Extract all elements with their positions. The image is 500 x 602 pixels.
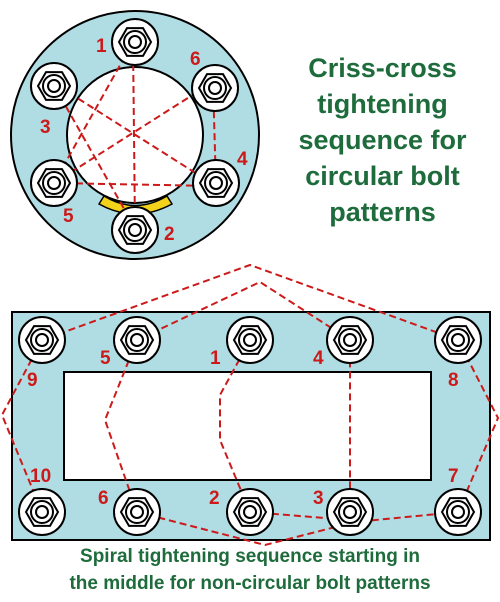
circular-pattern-title: Criss-cross tightening sequence for circ… (270, 50, 495, 230)
bolt-circular-1 (111, 18, 159, 66)
circular-title-line: tightening (317, 89, 448, 119)
bolt-circular-4 (192, 159, 240, 207)
bolt-rect-1 (226, 316, 274, 364)
circular-title-line: Criss-cross (308, 53, 457, 83)
rect-label-1: 1 (210, 348, 221, 369)
circular-title-line: sequence for (298, 125, 467, 155)
circular-title-line: circular bolt (305, 161, 460, 191)
circular-bolt-labels: 1 6 4 2 5 3 (40, 36, 248, 245)
circular-label-1: 1 (96, 36, 107, 57)
rect-label-7: 7 (448, 466, 459, 487)
circular-label-4: 4 (237, 149, 248, 170)
spiral-caption-line: Spiral tightening sequence starting in (80, 546, 420, 567)
bolt-rect-9 (18, 316, 66, 364)
bolt-circular-5 (30, 159, 78, 207)
rect-label-4: 4 (313, 348, 324, 369)
bolt-rect-10 (18, 488, 66, 536)
rect-label-8: 8 (448, 370, 459, 391)
gasket-detail (97, 194, 174, 215)
bolt-rect-2 (226, 488, 274, 536)
bolt-rect-5 (113, 316, 161, 364)
rect-label-2: 2 (209, 488, 220, 509)
circular-label-2: 2 (164, 224, 175, 245)
bolt-rect-3 (326, 488, 374, 536)
bolt-rect-8 (434, 316, 482, 364)
circular-label-3: 3 (40, 117, 51, 138)
circular-label-5: 5 (63, 206, 74, 227)
bolt-circular-3 (30, 62, 78, 110)
rect-opening (63, 371, 432, 481)
circular-label-6: 6 (190, 49, 201, 70)
bolt-circular-6 (191, 64, 239, 112)
bolt-rect-6 (113, 488, 161, 536)
rect-label-6: 6 (98, 488, 109, 509)
circular-title-line: patterns (329, 197, 436, 227)
spiral-caption-line: the middle for non-circular bolt pattern… (69, 573, 431, 594)
bolt-rect-4 (326, 316, 374, 364)
rect-label-9: 9 (27, 370, 38, 391)
bolt-circular-2 (111, 206, 159, 254)
rect-label-10: 10 (30, 466, 51, 487)
spiral-sequence-lines (0, 263, 500, 547)
spiral-pattern-caption: Spiral tightening sequence starting in t… (0, 543, 500, 597)
bolt-rect-7 (434, 488, 482, 536)
rect-label-5: 5 (100, 348, 111, 369)
rect-label-3: 3 (313, 488, 324, 509)
rectangular-bolt-labels: 9 5 1 4 8 10 6 2 3 7 (27, 348, 459, 509)
